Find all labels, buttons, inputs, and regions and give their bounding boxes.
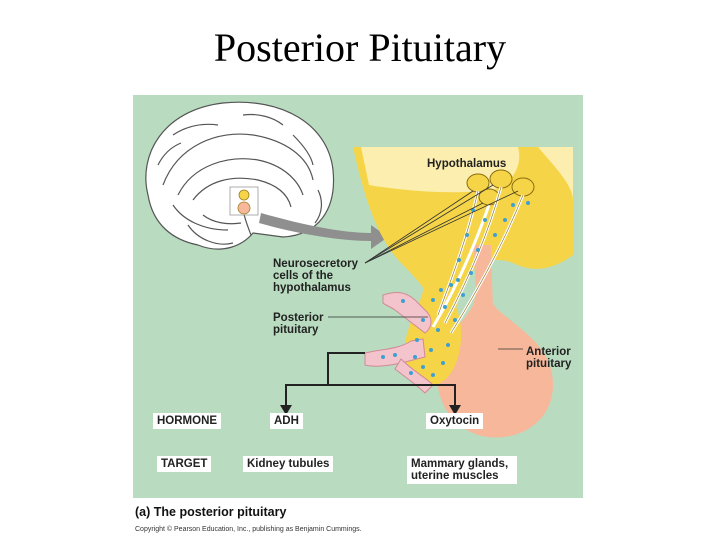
label-anterior-line1: Anterior (526, 346, 571, 358)
label-neurosecretory-cells: Neurosecretory cells of the hypothalamus (273, 258, 358, 294)
hormone-oxytocin: Oxytocin (426, 413, 484, 429)
target-kidney-tubules: Kidney tubules (243, 456, 334, 472)
brain-sagittal-sketch (145, 101, 335, 250)
copyright-notice: Copyright © Pearson Education, Inc., pub… (135, 526, 362, 533)
figure-caption: (a) The posterior pituitary (135, 505, 287, 519)
label-posterior-line2: pituitary (273, 324, 319, 336)
slide-title: Posterior Pituitary (213, 25, 507, 70)
hormone-row-label: HORMONE (153, 413, 222, 429)
pituitary-illustration (145, 101, 573, 438)
label-anterior-pituitary: Anterior pituitary (526, 346, 571, 370)
hormone-adh: ADH (270, 413, 303, 429)
zoom-arrow (259, 213, 388, 249)
leader-lines (328, 184, 523, 350)
target-row-label: TARGET (157, 456, 212, 472)
label-posterior-line1: Posterior (273, 312, 324, 324)
target-mammary-uterine: Mammary glands, uterine muscles (407, 456, 517, 484)
label-neurosecretory-line2: cells of the (273, 270, 334, 282)
pituitary-figure: Hypothalamus Neurosecretory cells of the… (133, 95, 583, 498)
label-anterior-line2: pituitary (526, 358, 572, 370)
hormone-granules (381, 201, 530, 377)
brain-pituitary-highlight (229, 186, 259, 216)
anterior-pituitary (437, 255, 553, 438)
label-neurosecretory-line3: hypothalamus (273, 282, 351, 294)
label-posterior-pituitary: Posterior pituitary (273, 312, 324, 336)
blood-vessels (364, 291, 434, 394)
label-hypothalamus: Hypothalamus (427, 158, 507, 170)
label-neurosecretory-line1: Neurosecretory (273, 258, 359, 270)
hormone-pathway-arrows (285, 352, 456, 407)
